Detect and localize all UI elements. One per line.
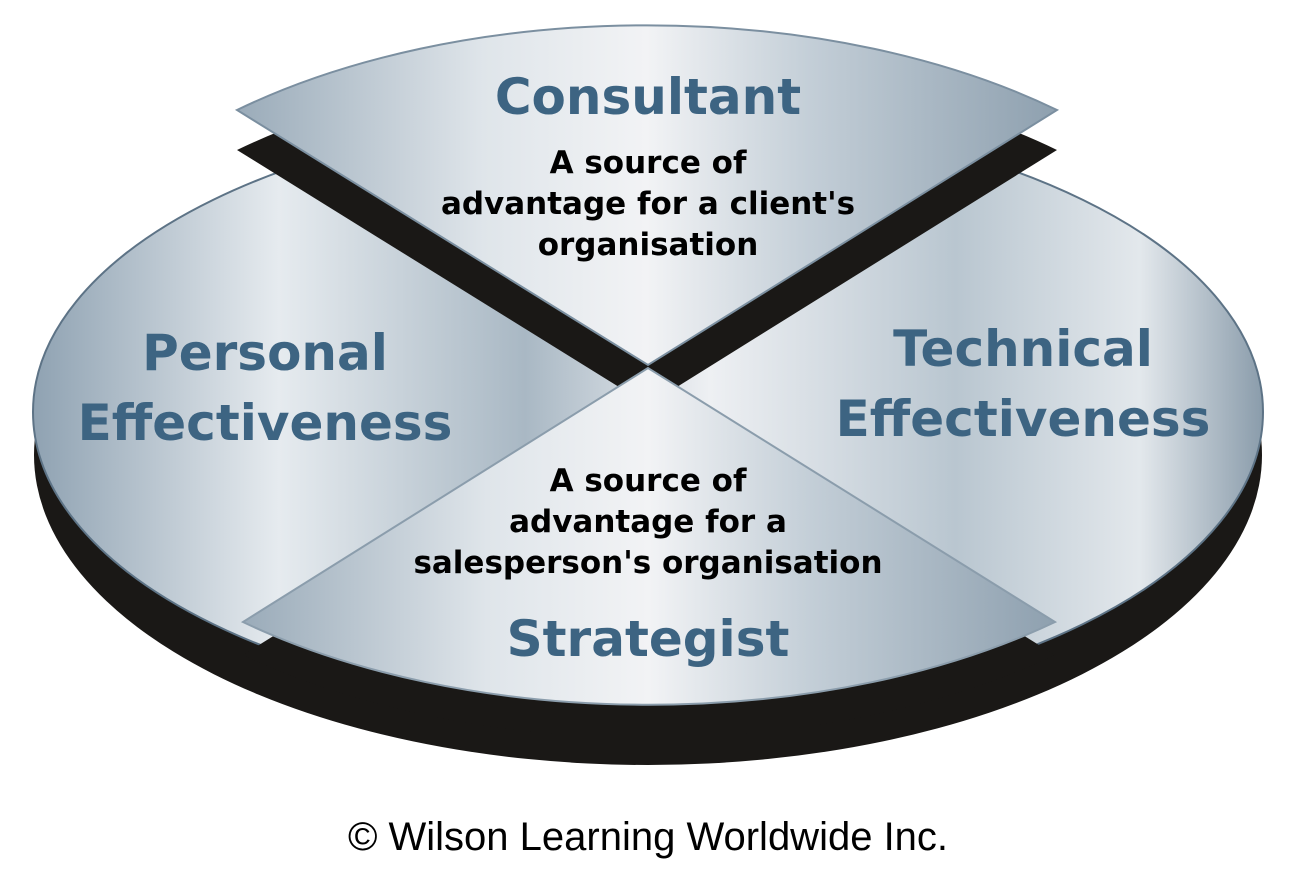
strategist-title: Strategist	[506, 610, 790, 668]
consultant-title: Consultant	[494, 68, 802, 126]
text-line: advantage for a	[509, 504, 787, 540]
strategist-description: A source of advantage for a salesperson'…	[348, 461, 948, 584]
personal-effectiveness-label: Personal Effectiveness	[40, 318, 490, 458]
text-line: A source of	[549, 145, 747, 181]
technical-effectiveness-label: Technical Effectiveness	[798, 314, 1248, 454]
text-line: Personal	[142, 324, 388, 382]
copyright-notice: © Wilson Learning Worldwide Inc.	[347, 815, 949, 859]
text-line: Effectiveness	[835, 390, 1211, 448]
consultant-description: A source of advantage for a client's org…	[398, 143, 898, 266]
text-line: advantage for a client's	[440, 186, 856, 222]
top-wedge	[234, 24, 1060, 367]
text-line: Technical	[893, 320, 1153, 378]
text-line: salesperson's organisation	[413, 545, 883, 581]
text-line: Effectiveness	[77, 394, 453, 452]
text-line: A source of	[549, 463, 747, 499]
text-line: organisation	[537, 227, 759, 263]
bottom-wedge	[240, 366, 1058, 706]
